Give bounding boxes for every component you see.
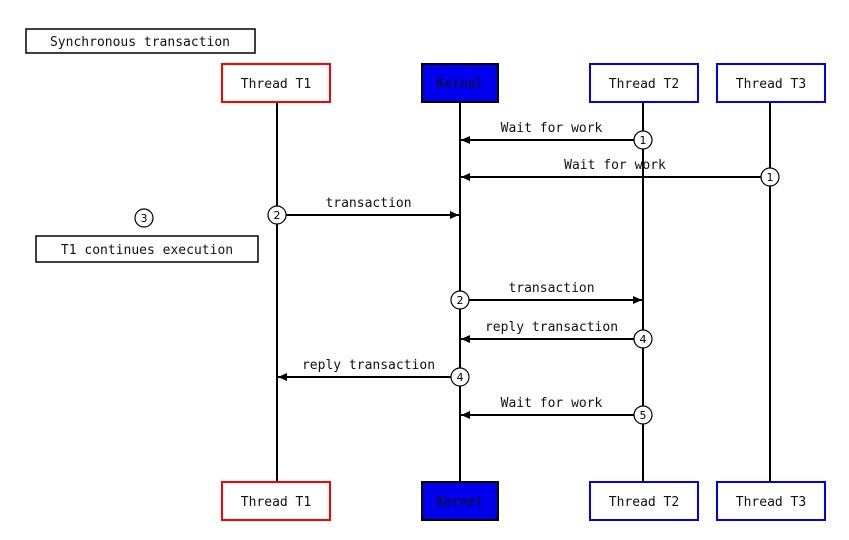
participant-label: Kernel [437,77,484,92]
step-marker [267,205,287,225]
participant-t3-bottom: Thread T3 [716,481,826,521]
participant-label: Thread T1 [241,77,311,92]
note-step-number: 3 [141,212,148,225]
participant-kernel-bottom: Kernel [421,481,499,521]
step-marker [633,329,653,349]
step-marker [450,290,470,310]
message-label: Wait for work [501,396,603,411]
participant-label: Thread T2 [609,77,679,92]
step-number: 5 [640,409,647,422]
step-number: 1 [767,171,774,184]
diagram-title-box: Synchronous transaction [25,28,256,54]
participant-t2-top: Thread T2 [589,63,699,103]
step-marker [633,405,653,425]
step-number: 1 [640,134,647,147]
message-label: reply transaction [485,320,618,335]
participant-label: Kernel [437,495,484,510]
participant-t1-bottom: Thread T1 [221,481,331,521]
note-step-marker: 3 [134,208,154,228]
message-3: transaction 2 [267,196,459,225]
message-4: transaction 2 [450,281,642,310]
participant-t2-bottom: Thread T2 [589,481,699,521]
message-7: Wait for work 5 [461,396,653,425]
message-label: transaction [508,281,594,296]
step-number: 2 [274,209,281,222]
message-2: Wait for work 1 [461,158,780,187]
step-number: 4 [457,371,464,384]
message-5: reply transaction 4 [461,320,653,349]
step-marker [633,130,653,150]
message-label: transaction [325,196,411,211]
participant-label: Thread T3 [736,495,806,510]
note-text: T1 continues execution [61,243,233,258]
participant-label: Thread T2 [609,495,679,510]
message-label: Wait for work [501,121,603,136]
step-marker [450,367,470,387]
participant-label: Thread T1 [241,495,311,510]
message-1: Wait for work 1 [461,121,653,150]
participant-t1-top: Thread T1 [221,63,331,103]
participant-kernel-top: Kernel [421,63,499,103]
participant-t3-top: Thread T3 [716,63,826,103]
step-number: 2 [457,294,464,307]
diagram-title: Synchronous transaction [50,35,230,50]
step-number: 4 [640,333,647,346]
participant-label: Thread T3 [736,77,806,92]
message-label: Wait for work [564,158,666,173]
message-label: reply transaction [302,358,435,373]
step-marker [760,167,780,187]
message-6: reply transaction 4 [278,358,470,387]
note-box: T1 continues execution [35,235,259,263]
